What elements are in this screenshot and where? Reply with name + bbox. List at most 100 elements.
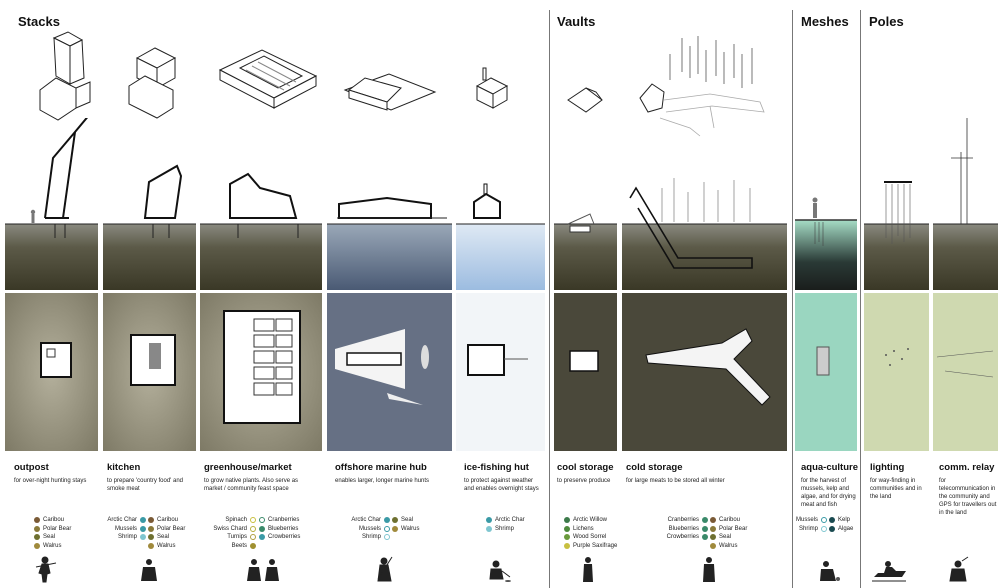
comm-relay-section [933,118,998,290]
outpost-legend: Caribou Polar Bear Seal Walrus [34,516,71,550]
caribou-dot [710,517,716,524]
legend-label: Crowberries [268,534,301,541]
kitchen-description: to prepare 'country food' and smoke meat [107,478,184,492]
legend-label: Walrus [157,542,176,549]
cranberries-dot [259,517,265,524]
legend-item: Beets [212,542,256,551]
marine-hub-description: enables larger, longer marine hunts [335,478,430,484]
legend-item: Arctic Willow [564,516,617,525]
kitchen-legend-right: Caribou Polar Bear Seal Walrus [148,516,185,550]
greenhouse-legend-left: Spinach Swiss Chard Turnips Beets [212,516,256,550]
lighting-section [864,181,929,290]
ice-fishing-hut-legend: Arctic Char Shrimp [486,516,525,533]
kitchen-section [103,164,196,290]
legend-item: Arctic Char [486,516,525,525]
cold-storage-isometric [639,36,765,137]
kitchen-plan [103,293,196,451]
marine-hub-title: offshore marine hub [335,462,427,473]
meat-carrier-figure-icon [703,557,715,582]
legend-item: Purple Saxifrage [564,542,617,551]
legend-item: Swiss Chard [212,525,256,534]
marine-hub-legend-left: Arctic Char Mussels Shrimp [346,516,390,542]
legend-label: Turnips [227,534,247,541]
seal-dot [392,517,398,524]
legend-item: Seal [710,533,747,542]
legend-item: Walrus [710,542,747,551]
greenhouse-title: greenhouse/market [204,462,292,473]
legend-label: Caribou [719,517,741,523]
seal-dot [710,534,716,541]
legend-item: Shrimp [346,533,390,542]
kitchen-isometric [128,47,177,119]
storage-keeper-figure-icon [583,557,593,582]
spinach-dot [250,517,256,524]
legend-label: Mussels [114,525,137,532]
legend-label: Walrus [719,542,738,549]
legend-label: Shrimp [495,525,515,532]
section-divider [792,10,793,588]
legend-item: Polar Bear [34,525,71,534]
marine-hub-section [327,196,452,290]
cool-storage-description: to preserve produce [557,478,611,484]
legend-item: Shrimp [794,525,827,534]
walrus-dot [148,543,154,550]
shrimp-dot [384,534,390,541]
seal-dot [148,534,154,541]
cold-storage-title: cold storage [626,462,683,473]
legend-label: Cranberries [268,517,300,523]
cool-storage-isometric [567,87,603,113]
cool-storage-legend: Arctic Willow Lichens Wood Sorrel Purple… [564,516,617,550]
walrus-dot [710,543,716,550]
lighting-title: lighting [870,462,905,473]
legend-label: Polar Bear [157,525,186,532]
cold-storage-legend-left: Cranberries Blueberries Crowberries [660,516,708,542]
legend-label: Shrimp [361,534,381,541]
kelp-dot [829,517,835,524]
legend-label: Purple Saxifrage [573,542,618,549]
legend-label: Polar Bear [719,525,748,532]
cold-storage-legend-right: Caribou Polar Bear Seal Walrus [710,516,747,550]
mussels-dot [384,525,390,532]
aqua-culture-description: for the harvest of mussels, kelp and alg… [801,478,856,508]
legend-item: Blueberries [660,525,708,534]
arctic-willow-dot [564,517,570,524]
greenhouse-legend-right: Cranberries Blueberries Crowberries [259,516,300,542]
marine-hub-legend-right: Seal Walrus [392,516,419,533]
aqua-culture-plan [795,293,857,451]
legend-item: Cranberries [259,516,300,525]
legend-item: Caribou [710,516,747,525]
legend-item: Crowberries [259,533,300,542]
legend-item: Walrus [34,542,71,551]
legend-label: Seal [43,534,56,541]
polar-bear-dot [34,525,40,532]
legend-item: Cranberries [660,516,708,525]
mussels-dot [140,525,146,532]
shrimp-dot [140,534,146,541]
legend-item: Seal [392,516,419,525]
radio-operator-figure-icon [949,556,969,582]
legend-item: Wood Sorrel [564,533,617,542]
legend-label: Walrus [43,542,62,549]
gatherers-figure-icon [247,559,279,581]
legend-item: Caribou [34,516,71,525]
comm-relay-plan [933,293,998,451]
harvester-figure-icon [820,561,840,581]
section-title-vaults: Vaults [557,14,596,29]
ice-fishing-hut-title: ice-fishing hut [464,462,529,473]
seal-dot [34,534,40,541]
mussels-dot [821,517,827,524]
walrus-dot [392,525,398,532]
polar-bear-dot [148,525,154,532]
legend-label: Lichens [573,525,594,532]
kitchen-title: kitchen [107,462,141,473]
aqua-culture-title: aqua-culture [801,462,859,473]
ice-fisher-figure-icon [489,560,511,582]
legend-item: Polar Bear [710,525,747,534]
legend-label: Arctic Char [107,517,137,523]
legend-item: Crowberries [660,533,708,542]
legend-item: Mussels [104,525,146,534]
legend-item: Blueberries [259,525,300,534]
legend-label: Wood Sorrel [573,534,607,541]
shrimp-dot [821,525,827,532]
legend-label: Beets [231,542,247,549]
